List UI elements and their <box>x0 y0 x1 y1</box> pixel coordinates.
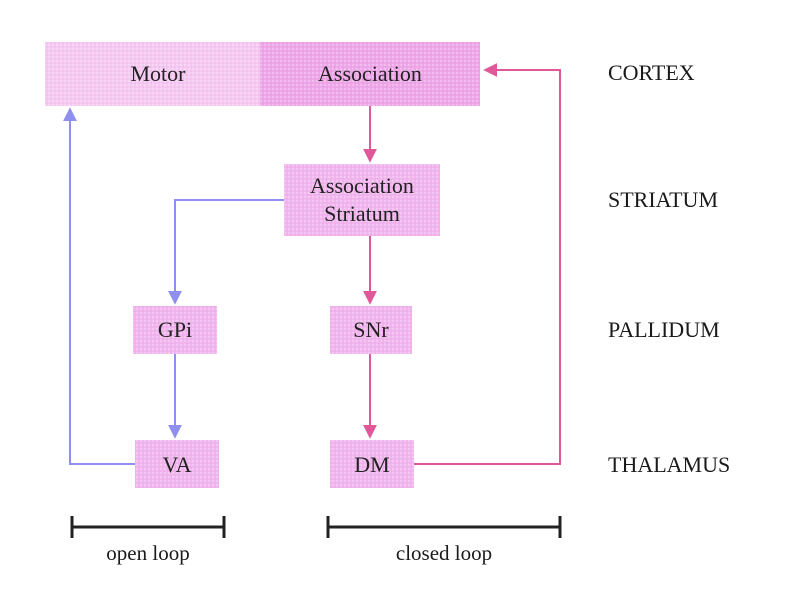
dm-texture <box>330 440 414 488</box>
association-box-texture <box>260 42 480 106</box>
open-loop-bracket <box>70 516 226 538</box>
level-label-pallidum: PALLIDUM <box>608 317 720 342</box>
association-label: Association <box>318 61 422 86</box>
association-striatum-line1: Association <box>310 173 414 198</box>
dm-label: DM <box>354 452 389 477</box>
gpi-node: GPi <box>133 306 217 354</box>
cortex-block: Motor Association <box>45 42 480 106</box>
level-label-cortex: CORTEX <box>608 60 695 85</box>
closed-loop-paths <box>363 63 561 465</box>
gpi-texture <box>133 306 217 354</box>
association-striatum-texture <box>284 164 440 236</box>
snr-node: SNr <box>330 306 412 354</box>
motor-box-texture <box>45 42 260 106</box>
association-striatum-node: Association Striatum <box>284 164 440 236</box>
closed-loop-bracket <box>326 516 562 538</box>
gpi-label: GPi <box>158 317 192 342</box>
motor-label: Motor <box>131 61 187 86</box>
va-label: VA <box>163 452 192 477</box>
level-label-thalamus: THALAMUS <box>608 452 730 477</box>
open-loop-label: open loop <box>106 541 189 565</box>
association-striatum-line2: Striatum <box>324 201 400 226</box>
level-label-striatum: STRIATUM <box>608 187 718 212</box>
va-texture <box>135 440 219 488</box>
striatum-to-gpi-arrow <box>168 199 284 305</box>
closed-loop-label: closed loop <box>396 541 492 565</box>
open-loop-paths <box>63 107 284 465</box>
snr-label: SNr <box>353 317 389 342</box>
va-node: VA <box>135 440 219 488</box>
dm-node: DM <box>330 440 414 488</box>
va-to-motor-arrow <box>63 107 135 465</box>
snr-texture <box>330 306 412 354</box>
dm-to-cortex-return-arrow <box>414 63 561 465</box>
